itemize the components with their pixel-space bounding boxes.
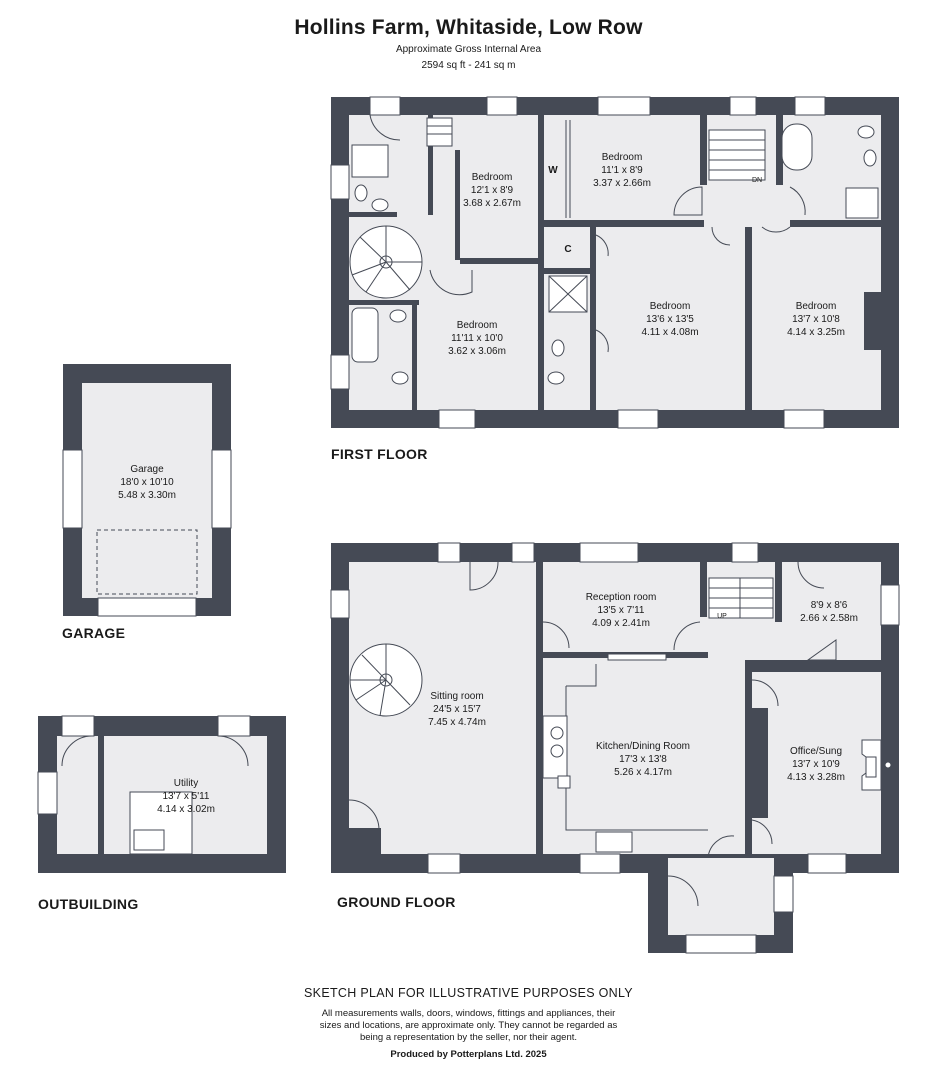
svg-text:17'3 x 13'8: 17'3 x 13'8 <box>619 754 667 765</box>
svg-text:13'6 x 13'5: 13'6 x 13'5 <box>646 314 694 325</box>
svg-text:4.09 x 2.41m: 4.09 x 2.41m <box>592 618 650 629</box>
room-small: 8'9 x 8'6 2.66 x 2.58m <box>800 600 858 624</box>
garage-label: GARAGE <box>62 625 126 641</box>
svg-text:5.48 x 3.30m: 5.48 x 3.30m <box>118 490 176 501</box>
svg-text:12'1 x 8'9: 12'1 x 8'9 <box>471 185 514 196</box>
cupboard-label: C <box>564 244 571 255</box>
svg-text:8'9 x 8'6: 8'9 x 8'6 <box>811 600 848 611</box>
svg-text:7.45 x 4.74m: 7.45 x 4.74m <box>428 717 486 728</box>
room-reception-room: Reception room 13'5 x 7'11 4.09 x 2.41m <box>586 592 657 629</box>
ground-floor-plan: UP Sitting room 24'5 x 15'7 7.45 x 4.74m… <box>330 542 900 954</box>
svg-text:24'5 x 15'7: 24'5 x 15'7 <box>433 704 481 715</box>
svg-text:Office/Sung: Office/Sung <box>790 746 842 757</box>
svg-text:3.37 x 2.66m: 3.37 x 2.66m <box>593 178 651 189</box>
svg-text:13'7 x 10'9: 13'7 x 10'9 <box>792 759 840 770</box>
svg-text:Bedroom: Bedroom <box>796 301 837 312</box>
first-floor-label: FIRST FLOOR <box>331 446 428 462</box>
plan-title: Hollins Farm, Whitaside, Low Row <box>294 16 643 39</box>
disclaimer-line: sizes and locations, are approximate onl… <box>319 1020 618 1031</box>
svg-text:11'11 x 10'0: 11'11 x 10'0 <box>451 333 503 344</box>
svg-text:Garage: Garage <box>130 464 164 475</box>
disclaimer-line: being a representation by the seller, no… <box>359 1032 578 1043</box>
svg-text:4.14 x 3.25m: 4.14 x 3.25m <box>787 327 845 338</box>
outbuilding-label: OUTBUILDING <box>38 896 139 912</box>
svg-text:18'0 x 10'10: 18'0 x 10'10 <box>120 477 174 488</box>
svg-text:Utility: Utility <box>174 778 198 789</box>
room-ff-bedroom-5: Bedroom 11'11 x 10'0 3.62 x 3.06m <box>448 320 506 357</box>
room-ff-bedroom-4: Bedroom 13'7 x 10'8 4.14 x 3.25m <box>787 301 845 338</box>
svg-text:13'7 x 10'8: 13'7 x 10'8 <box>792 314 840 325</box>
svg-text:Bedroom: Bedroom <box>472 172 513 183</box>
room-sitting-room: Sitting room 24'5 x 15'7 7.45 x 4.74m <box>428 691 486 728</box>
room-ff-bedroom-1: Bedroom 12'1 x 8'9 3.68 x 2.67m <box>463 172 521 209</box>
room-office: Office/Sung 13'7 x 10'9 4.13 x 3.28m <box>787 746 845 783</box>
first-floor-plan: DN W C Bedroom <box>330 96 899 429</box>
svg-text:2.66 x 2.58m: 2.66 x 2.58m <box>800 613 858 624</box>
svg-text:3.62 x 3.06m: 3.62 x 3.06m <box>448 346 506 357</box>
svg-text:13'5 x 7'11: 13'5 x 7'11 <box>597 605 644 616</box>
svg-text:Reception room: Reception room <box>586 592 657 603</box>
svg-text:Bedroom: Bedroom <box>457 320 498 331</box>
svg-text:11'1 x 8'9: 11'1 x 8'9 <box>601 165 643 176</box>
svg-text:4.11 x 4.08m: 4.11 x 4.08m <box>641 327 698 338</box>
producer-credit: Produced by Potterplans Ltd. 2025 <box>390 1049 547 1060</box>
svg-text:Sitting room: Sitting room <box>430 691 483 702</box>
svg-text:Bedroom: Bedroom <box>650 301 691 312</box>
svg-text:5.26 x 4.17m: 5.26 x 4.17m <box>614 767 672 778</box>
area-value: 2594 sq ft - 241 sq m <box>421 60 516 71</box>
room-kitchen-dining: Kitchen/Dining Room 17'3 x 13'8 5.26 x 4… <box>596 741 690 778</box>
svg-text:4.13 x 3.28m: 4.13 x 3.28m <box>787 772 845 783</box>
room-ff-bedroom-2: Bedroom 11'1 x 8'9 3.37 x 2.66m <box>593 152 651 189</box>
room-ff-bedroom-3: Bedroom 13'6 x 13'5 4.11 x 4.08m <box>641 301 698 338</box>
svg-text:Kitchen/Dining Room: Kitchen/Dining Room <box>596 741 690 752</box>
svg-text:13'7 x 5'11: 13'7 x 5'11 <box>162 791 209 802</box>
room-garage: Garage 18'0 x 10'10 5.48 x 3.30m <box>118 464 176 501</box>
room-utility: Utility 13'7 x 5'11 4.14 x 3.02m <box>157 778 215 815</box>
wardrobe-label: W <box>548 165 558 176</box>
disclaimer-text: All measurements walls, doors, windows, … <box>0 1008 937 1044</box>
svg-text:3.68 x 2.67m: 3.68 x 2.67m <box>463 198 521 209</box>
area-caption: Approximate Gross Internal Area <box>395 44 542 55</box>
disclaimer-heading: SKETCH PLAN FOR ILLUSTRATIVE PURPOSES ON… <box>304 986 633 1000</box>
disclaimer-line: All measurements walls, doors, windows, … <box>321 1008 616 1019</box>
svg-text:Bedroom: Bedroom <box>602 152 643 163</box>
outbuilding-plan: Utility 13'7 x 5'11 4.14 x 3.02m <box>37 715 286 873</box>
garage-plan: Garage 18'0 x 10'10 5.48 x 3.30m <box>62 364 232 617</box>
stairs-up-label: UP <box>717 613 727 620</box>
svg-text:4.14 x 3.02m: 4.14 x 3.02m <box>157 804 215 815</box>
stairs-down-label: DN <box>752 177 762 184</box>
ground-floor-label: GROUND FLOOR <box>337 894 456 910</box>
